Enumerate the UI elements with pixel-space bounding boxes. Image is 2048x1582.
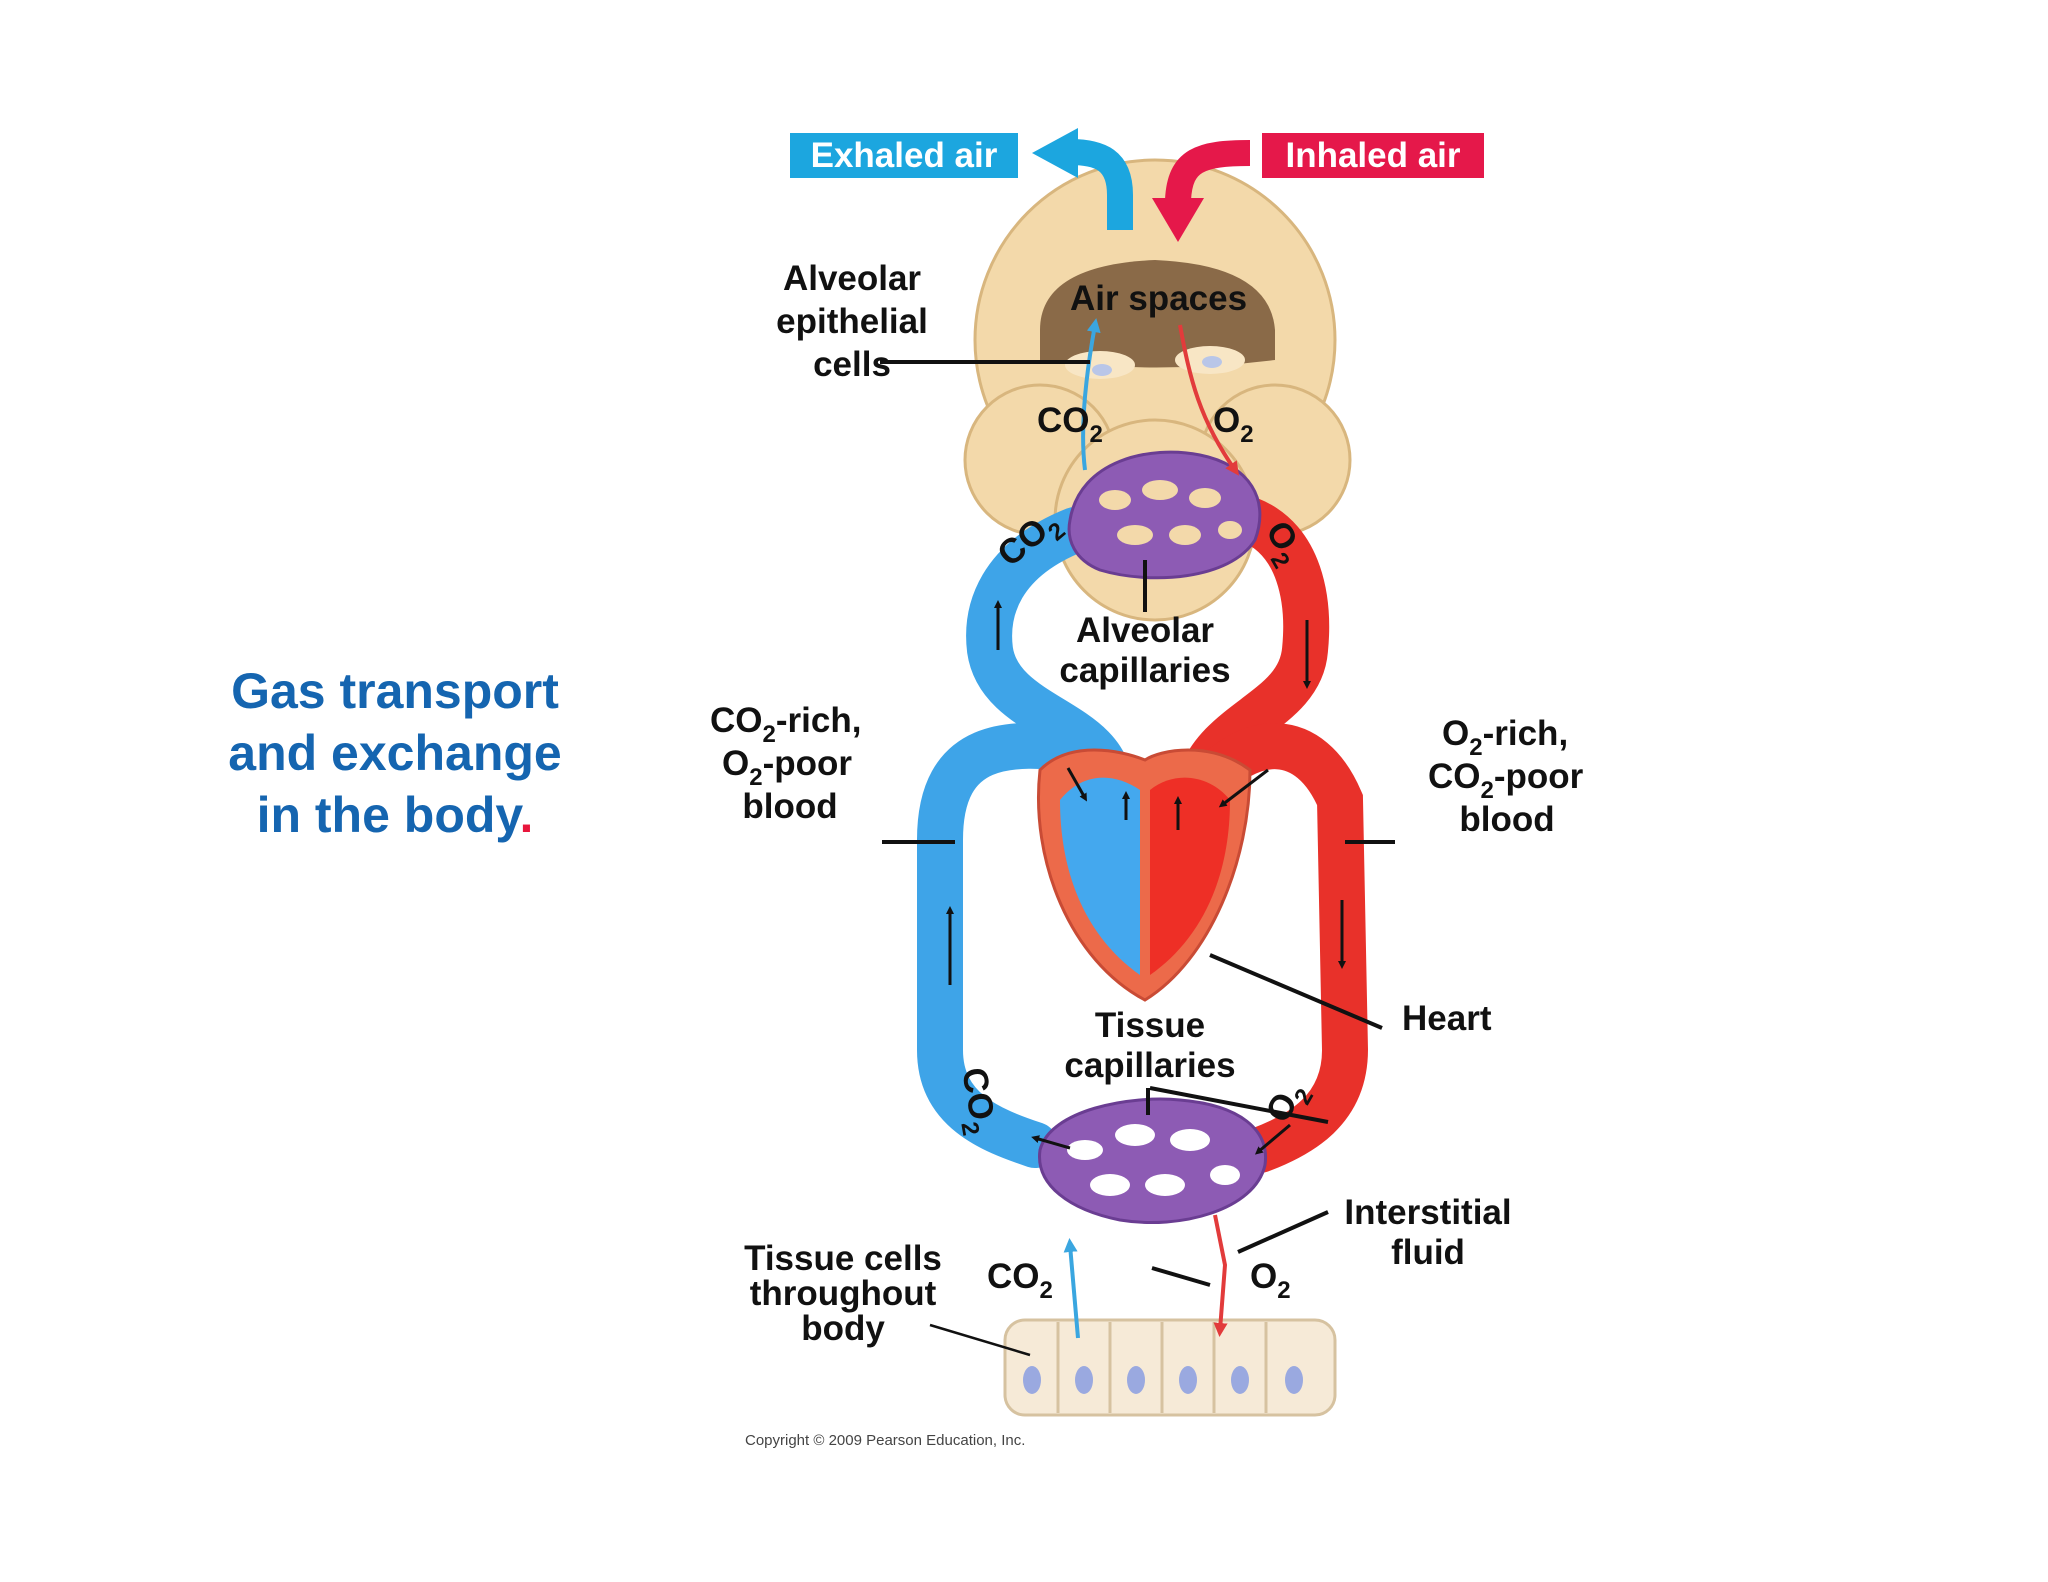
title-line-3: in the body. (200, 784, 590, 846)
tissue-cells-label-1: Tissue cells (744, 1239, 942, 1278)
title-line-2: and exchange (228, 725, 562, 781)
co2-cells-label: CO2 (987, 1257, 1053, 1304)
exhaled-air-label: Exhaled air (811, 136, 998, 175)
slide-title: Gas transport and exchange in the body. (200, 660, 590, 846)
tissue-capillaries-label-1: Tissue (1095, 1006, 1205, 1045)
interstitial-fluid-label-2: fluid (1391, 1233, 1465, 1272)
tissue-cells-label-3: body (801, 1309, 885, 1348)
co2-poor-label-1: CO2-poor (1428, 757, 1584, 804)
inhaled-air-tag: Inhaled air (1262, 133, 1484, 178)
tissue-capillary-network (1038, 1097, 1268, 1224)
oxygen-rich-vessel (1167, 497, 1369, 1173)
o2-poor-label-1: O2-poor (722, 744, 852, 791)
exhale-arrow (1069, 139, 1133, 230)
alveolar-epithelial-label-1: Alveolar (783, 259, 921, 298)
leader-lines (880, 360, 1395, 1357)
o2-rich-label-1: O2-rich, (1442, 714, 1568, 761)
air-space-cavity (1040, 260, 1275, 368)
copyright-notice: Copyright © 2009 Pearson Education, Inc. (745, 1432, 1025, 1449)
alveolar-epithelial-label-3: cells (813, 345, 891, 384)
heart-left-side (1150, 777, 1230, 975)
title-line-1: Gas transport (231, 663, 559, 719)
heart (1037, 748, 1252, 1002)
heart-right-side (1060, 777, 1140, 975)
alveolar-capillaries-label-2: capillaries (1059, 651, 1230, 690)
interstitial-fluid-label-1: Interstitial (1344, 1193, 1511, 1232)
tissue-cells-label-2: throughout (750, 1274, 937, 1313)
alveolar-epithelial-label-2: epithelial (776, 302, 928, 341)
co2-rich-label-1: CO2-rich, (710, 701, 861, 748)
title-period: . (519, 787, 534, 843)
tissue-capillaries-label-2: capillaries (1064, 1046, 1235, 1085)
o2-cells-label: O2 (1250, 1257, 1291, 1304)
air-spaces-label: Air spaces (1070, 279, 1247, 318)
o2-rich-blood-label: blood (1459, 800, 1554, 839)
co2-tissue-label: CO2 (946, 1065, 1004, 1138)
breathing-arrows (1032, 128, 1251, 242)
blood-flow-arrows (946, 600, 1346, 1155)
title-line-3-text: in the body (256, 787, 520, 843)
tissue-cells (1003, 1318, 1337, 1417)
inhaled-air-label: Inhaled air (1285, 136, 1460, 175)
diffusion-arrows (1063, 318, 1240, 1339)
alveolar-capillaries-label-1: Alveolar (1076, 611, 1214, 650)
o2-alveolus-label: O2 (1213, 401, 1254, 448)
alveolar-capillary-network (1067, 450, 1262, 580)
co2-rich-blood-label: blood (742, 787, 837, 826)
inhale-arrow (1165, 140, 1251, 202)
co2-alveolus-label: CO2 (1037, 401, 1103, 448)
exhaled-air-tag: Exhaled air (790, 133, 1018, 178)
heart-label: Heart (1402, 999, 1492, 1038)
